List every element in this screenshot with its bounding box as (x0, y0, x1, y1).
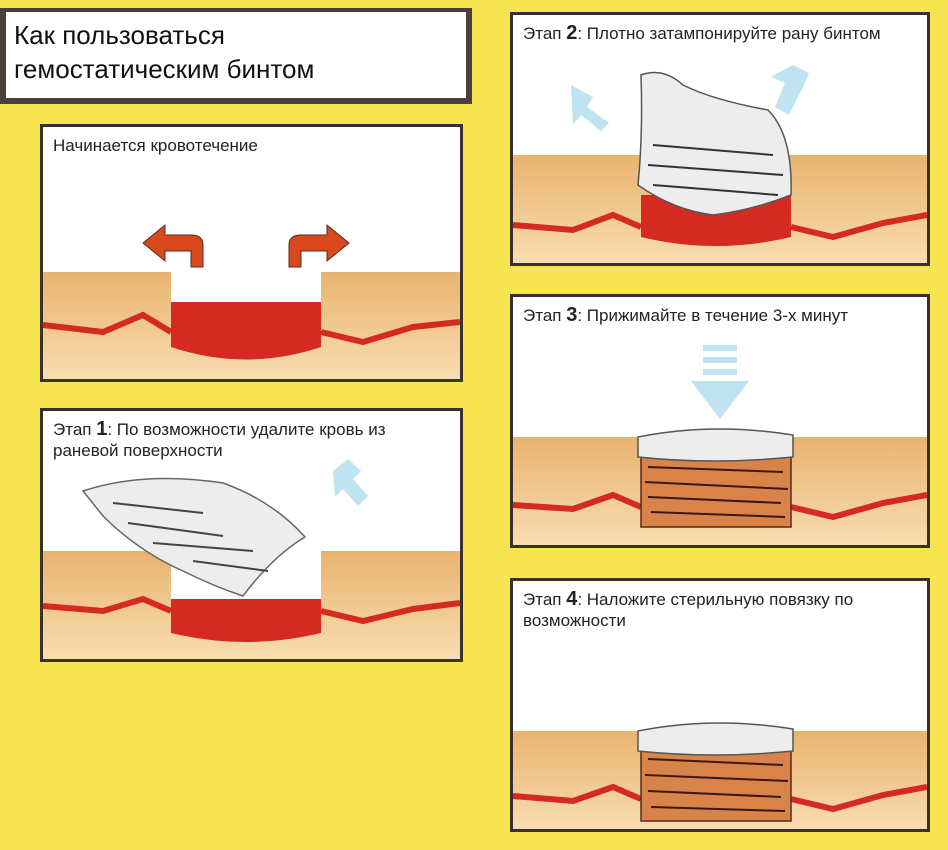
gauze-icon (637, 71, 792, 216)
title-line-1: Как пользоваться (14, 20, 225, 50)
step-4-illustration (513, 722, 927, 829)
title-frame: Как пользоваться гемостатическим бинтом (0, 8, 472, 104)
step-1-illustration (43, 459, 460, 659)
panel-step-4: Этап 4: Наложите стерильную повязку по в… (510, 578, 930, 832)
arrow-down-icon (691, 381, 749, 419)
step-number: 1 (96, 418, 108, 440)
step-2-illustration (513, 65, 927, 263)
step-number: 3 (566, 304, 578, 326)
panel-step-1: Этап 1: По возможности удалите кровь из … (40, 408, 463, 662)
panel-caption: Этап 2: Плотно затампонируйте рану бинто… (523, 22, 881, 44)
arrow-blue-right-icon (771, 65, 809, 115)
arrow-right-icon (288, 223, 350, 268)
panel-bleeding-starts: Начинается кровотечение (40, 124, 463, 382)
step-number: 4 (566, 588, 578, 610)
arrow-blue-left-icon (571, 85, 609, 131)
panel-caption: Этап 3: Прижимайте в течение 3-х минут (523, 304, 849, 326)
vessel-left (43, 311, 173, 336)
arrow-left-icon (142, 223, 204, 268)
vessel-right (320, 319, 460, 346)
wound-blood (171, 302, 321, 360)
title-line-2: гемостатическим бинтом (14, 54, 315, 84)
wound-illustration (43, 223, 460, 379)
wound-gap (171, 272, 321, 302)
panel-caption: Начинается кровотечение (53, 135, 450, 156)
panel-caption: Этап 1: По возможности удалите кровь из … (53, 418, 386, 461)
panel-step-3: Этап 3: Прижимайте в течение 3-х минут (510, 294, 930, 548)
panel-step-2: Этап 2: Плотно затампонируйте рану бинто… (510, 12, 930, 266)
gauze-top (637, 722, 794, 756)
arrow-blue-icon (333, 459, 368, 506)
step-number: 2 (566, 22, 578, 44)
title-box: Как пользоваться гемостатическим бинтом (6, 12, 466, 98)
gauze-top (637, 428, 794, 462)
wound-blood (171, 599, 321, 642)
step-3-illustration (513, 345, 927, 545)
caption-text: Начинается кровотечение (53, 136, 258, 155)
panel-caption: Этап 4: Наложите стерильную повязку по в… (523, 588, 854, 631)
gauze-icon (81, 477, 307, 597)
